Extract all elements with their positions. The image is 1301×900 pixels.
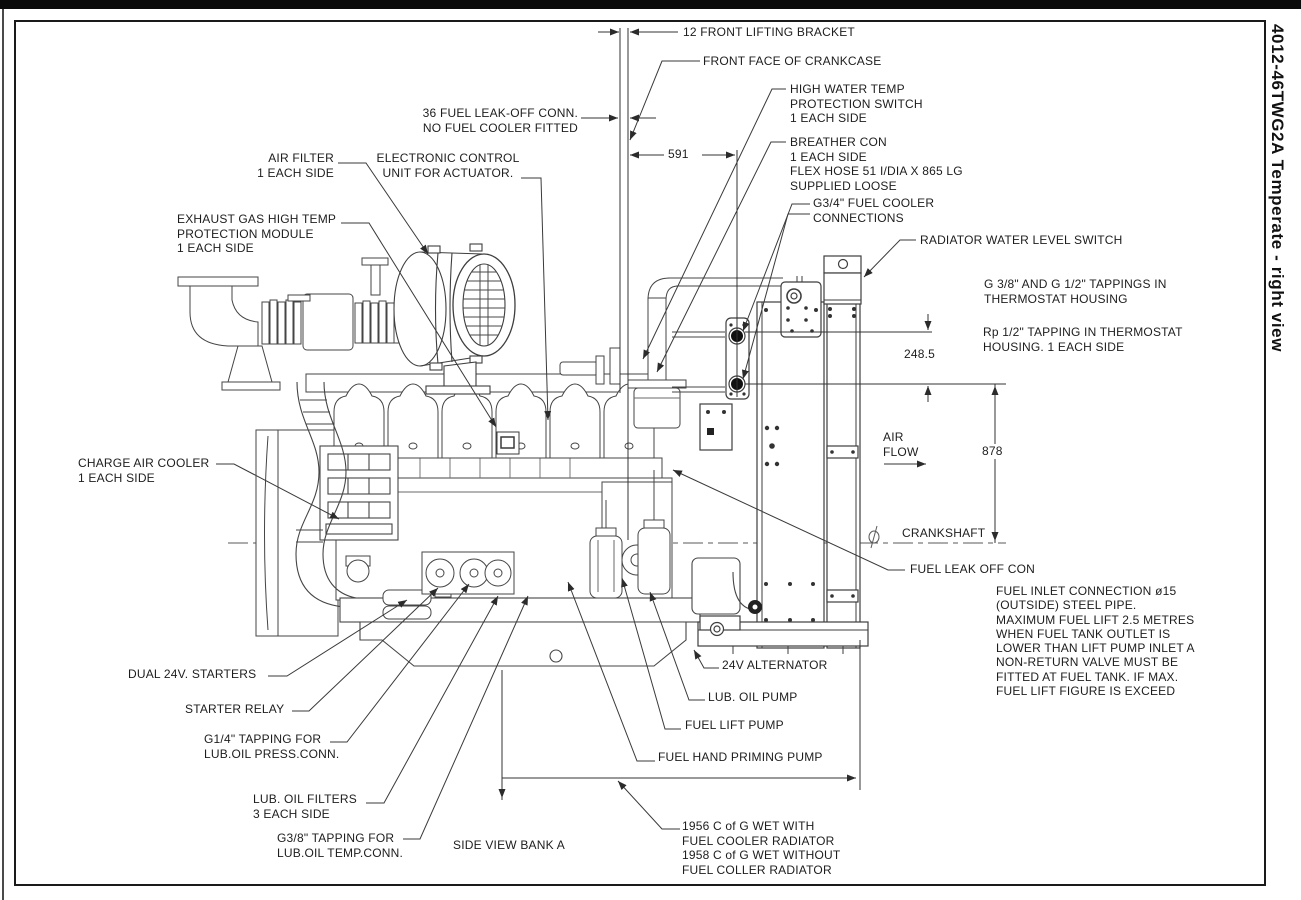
callout-fuel-leak-off-conn: 36 FUEL LEAK-OFF CONN. NO FUEL COOLER FI…	[422, 106, 578, 135]
callout-front-face-crankcase: FRONT FACE OF CRANKCASE	[703, 54, 882, 68]
drawing-border	[14, 20, 1266, 886]
callout-exhaust-gas-module: EXHAUST GAS HIGH TEMP PROTECTION MODULE …	[177, 212, 337, 255]
leader-radiator-switch	[863, 239, 916, 278]
leader-exhaust-module	[341, 222, 497, 428]
leader-lines	[216, 60, 916, 840]
leader-breather	[656, 141, 786, 373]
leader-fuel-hand-pump	[567, 581, 655, 762]
callout-ecu: ELECTRONIC CONTROL UNIT FOR ACTUATOR.	[376, 151, 520, 180]
callout-lub-oil-filters: LUB. OIL FILTERS 3 EACH SIDE	[253, 792, 357, 821]
dim-591: 591	[666, 147, 691, 162]
callout-high-water-temp: HIGH WATER TEMP PROTECTION SWITCH 1 EACH…	[790, 82, 923, 125]
callout-starter-relay: STARTER RELAY	[185, 702, 285, 716]
callout-charge-air-cooler: CHARGE AIR COOLER 1 EACH SIDE	[78, 456, 210, 485]
callout-air-flow: AIR FLOW	[883, 430, 919, 459]
callout-radiator-water-level-switch: RADIATOR WATER LEVEL SWITCH	[920, 233, 1123, 247]
caption-side-view: SIDE VIEW BANK A	[453, 838, 565, 852]
note-fuel-inlet: FUEL INLET CONNECTION ø15 (OUTSIDE) STEE…	[996, 584, 1195, 699]
callout-fuel-hand-priming-pump: FUEL HAND PRIMING PUMP	[658, 750, 823, 764]
alternator	[691, 557, 762, 615]
leader-lub-oil-pump	[649, 591, 705, 701]
sheet-left-edge	[2, 9, 4, 900]
drawing-title: 4012-46TWG2A Temperate - right view	[1268, 24, 1287, 353]
leader-air-filter	[338, 162, 429, 255]
starters-and-filters	[345, 551, 515, 620]
leader-oil-filters	[366, 595, 499, 804]
leader-front-face	[629, 60, 700, 141]
flywheel-housing	[255, 429, 339, 637]
dim-878: 878	[980, 444, 1005, 459]
leader-ecu	[521, 177, 552, 421]
callout-thermostat-tappings: G 3/8" AND G 1/2" TAPPINGS IN THERMOSTAT…	[984, 277, 1167, 306]
exhaust-assembly	[177, 257, 419, 391]
callout-dual-starters: DUAL 24V. STARTERS	[128, 667, 257, 681]
callout-air-filter: AIR FILTER 1 EACH SIDE	[257, 151, 334, 180]
air-filter-drum	[393, 243, 516, 395]
leader-g14-tapping	[330, 583, 470, 743]
leader-alternator	[693, 649, 719, 669]
leader-fuel-cooler-2	[741, 213, 810, 380]
callout-g38-tapping: G3/8" TAPPING FOR LUB.OIL TEMP.CONN.	[277, 831, 404, 860]
leader-cog	[617, 780, 680, 830]
leader-charge-air-cooler	[216, 463, 340, 520]
callout-alternator: 24V ALTERNATOR	[722, 658, 828, 672]
valve-covers	[333, 383, 655, 459]
leader-fuel-leak-off	[672, 469, 905, 571]
callout-lub-oil-pump: LUB. OIL PUMP	[708, 690, 798, 704]
callout-g34-fuel-cooler: G3/4" FUEL COOLER CONNECTIONS	[813, 196, 935, 225]
leader-fuel-cooler-1	[742, 203, 810, 332]
leader-g38-tapping	[403, 595, 529, 840]
dim-248-5: 248.5	[902, 347, 938, 362]
callout-fuel-lift-pump: FUEL LIFT PUMP	[685, 718, 784, 732]
leader-fuel-lift-pump	[621, 577, 681, 730]
leader-dual-starters	[268, 599, 408, 677]
leader-starter-relay	[292, 587, 439, 712]
ecu-box	[496, 431, 520, 455]
dimension-lines	[498, 28, 1006, 800]
charge-air-cooler-pipes	[295, 381, 399, 608]
sheet-top-bar	[0, 0, 1301, 9]
callout-front-lifting-bracket: 12 FRONT LIFTING BRACKET	[683, 25, 855, 39]
leader-high-water-temp	[642, 88, 786, 360]
callout-g14-tapping: G1/4" TAPPING FOR LUB.OIL PRESS.CONN.	[204, 732, 340, 761]
callout-rp-tapping: Rp 1/2" TAPPING IN THERMOSTAT HOUSING. 1…	[983, 325, 1183, 354]
callout-crankshaft: CRANKSHAFT	[902, 526, 986, 540]
note-cog: 1956 C of G WET WITH FUEL COOLER RADIATO…	[682, 819, 841, 877]
callout-fuel-leak-off-con: FUEL LEAK OFF CON	[910, 562, 1035, 576]
callout-breather: BREATHER CON 1 EACH SIDE FLEX HOSE 51 I/…	[790, 135, 963, 193]
